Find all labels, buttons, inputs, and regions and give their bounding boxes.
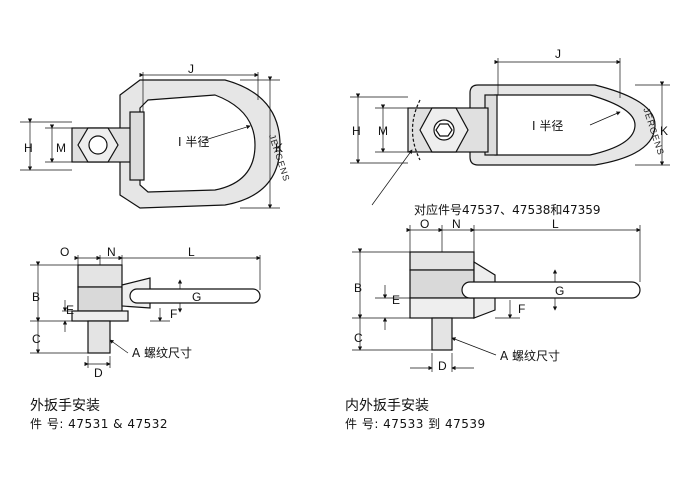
left-side-dims [30,255,261,368]
right-label-H: H [352,124,361,138]
left-label-H: H [24,141,33,155]
left-label-radius: I 半径 [178,135,209,149]
left-label-M: M [56,141,66,155]
right-label-radius: I 半径 [532,119,563,133]
left-label-B: B [32,290,40,304]
left-label-F: F [170,307,177,321]
right-handle [461,281,641,299]
right-label-M: M [378,124,388,138]
right-note: 对应件号47537、47538和47359 [414,202,601,217]
right-hex-socket [435,123,453,137]
right-socket-dashed [411,99,421,161]
left-caption-title: 外扳手安装 [30,398,100,414]
left-label-N: N [107,245,116,259]
left-label-O: O [60,245,69,259]
left-label-L: L [188,245,195,259]
right-label-C: C [354,331,363,345]
right-label-G: G [555,284,564,298]
right-thread [431,317,453,351]
left-caption-sub: 件 号: 47531 & 47532 [30,417,169,431]
left-body [77,286,123,312]
right-label-E: E [392,293,400,307]
right-washer [409,297,475,319]
left-top-view [71,79,281,209]
left-bar [129,111,145,181]
right-label-O: O [420,217,429,231]
right-top-view [407,84,656,166]
right-caption-title: 内外扳手安装 [345,398,429,414]
left-label-J: J [188,62,194,76]
right-label-N: N [452,217,461,231]
right-label-B: B [354,281,362,295]
right-ring-inner [494,94,636,156]
left-washer [71,310,129,322]
right-label-L: L [552,217,559,231]
right-side-dims [352,225,641,372]
left-top-dims [20,72,280,209]
left-label-D: D [94,366,103,380]
left-label-thread: A 螺纹尺寸 [132,346,192,360]
right-nut-top [409,251,475,271]
left-ring-inner [139,94,256,193]
right-side-view [409,251,641,351]
left-label-E: E [66,303,74,317]
right-caption-sub: 件 号: 47533 到 47539 [345,417,486,431]
left-side-view [71,264,261,354]
left-handle [129,288,261,304]
left-nut-top [77,264,123,288]
left-label-K: K [275,141,283,155]
left-label-C: C [32,332,41,346]
right-label-D: D [438,359,447,373]
right-label-thread: A 螺纹尺寸 [500,349,560,363]
right-top-dims [350,58,670,206]
left-bolt-head [88,135,108,155]
right-label-J: J [555,47,561,61]
left-label-G: G [192,290,201,304]
left-thread [87,320,111,354]
right-label-F: F [518,302,525,316]
right-label-K: K [660,124,668,138]
